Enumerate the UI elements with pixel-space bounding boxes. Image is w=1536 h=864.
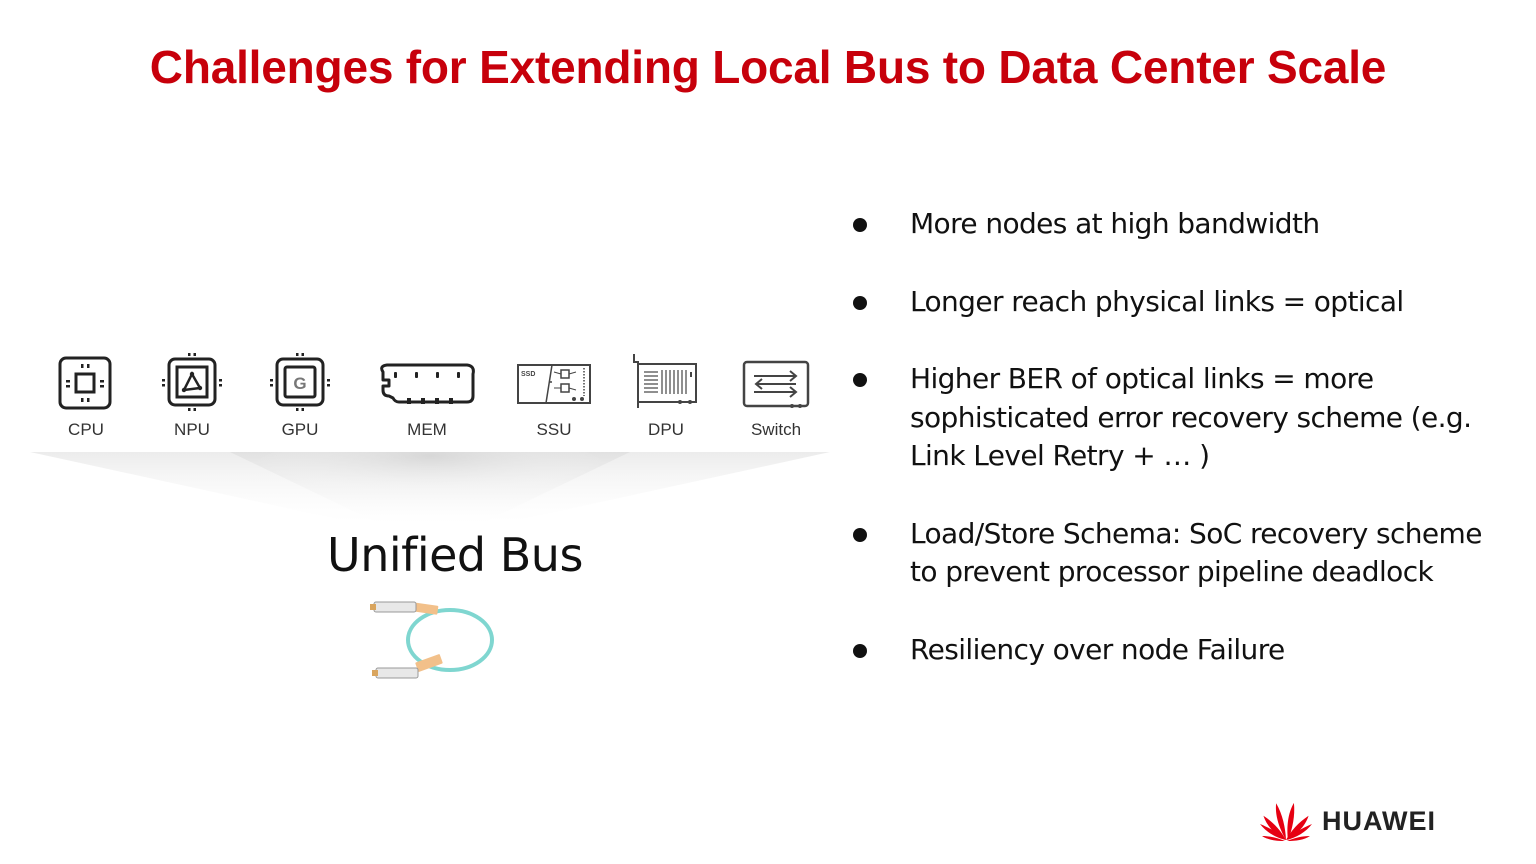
bullet-item: Load/Store Schema: SoC recovery scheme t… <box>850 515 1490 592</box>
bullet-dot-icon <box>853 527 867 542</box>
svg-text:SSD: SSD <box>521 371 535 378</box>
bullet-item: Resiliency over node Failure <box>850 631 1490 670</box>
pcie-card-icon <box>633 354 697 408</box>
device-label: Switch <box>750 420 802 439</box>
device-label: GPU <box>281 420 319 439</box>
device-label: DPU <box>648 420 684 439</box>
device-switch: Switch <box>738 352 814 440</box>
ssd-card-icon: SSD <box>517 364 591 404</box>
huawei-petal-logo-icon <box>1260 802 1312 841</box>
bullet-text: More nodes at high bandwidth <box>910 207 1320 240</box>
challenges-list: More nodes at high bandwidth Longer reac… <box>850 205 1490 669</box>
cpu-chip-icon <box>58 356 112 410</box>
bullet-dot-icon <box>853 643 867 658</box>
converging-fan-graphic <box>30 452 830 524</box>
device-cpu: CPU <box>48 352 124 440</box>
memory-module-icon <box>380 363 475 404</box>
device-label: MEM <box>407 420 447 439</box>
bullet-text: Resiliency over node Failure <box>910 632 1285 666</box>
device-label: CPU <box>68 420 104 439</box>
brand-logo: HUAWEI <box>1258 800 1436 842</box>
device-gpu: G GPU <box>262 352 338 440</box>
device-ssu: SSD SSU <box>512 352 596 440</box>
npu-chip-icon <box>162 353 222 411</box>
bullet-text: Load/Store Schema: SoC recovery scheme t… <box>910 516 1482 589</box>
gpu-chip-icon: G <box>270 353 330 411</box>
brand-name: HUAWEI <box>1322 805 1436 836</box>
bullet-text: Longer reach physical links = optical <box>910 284 1404 318</box>
device-npu: NPU <box>154 352 230 440</box>
bullet-dot-icon <box>853 373 867 387</box>
slide-title: Challenges for Extending Local Bus to Da… <box>149 41 1387 93</box>
bullet-dot-icon <box>853 218 867 232</box>
optical-cable-icon <box>370 601 494 679</box>
bullet-dot-icon <box>853 295 867 310</box>
unified-bus-label: Unified Bus <box>327 528 583 582</box>
device-mem: MEM <box>373 352 481 440</box>
device-label: SSU <box>536 420 572 439</box>
device-label: NPU <box>174 420 210 439</box>
bullet-item: More nodes at high bandwidth <box>850 205 1490 244</box>
device-row: CPU NPU G GPU <box>40 352 830 452</box>
bullet-item: Longer reach physical links = optical <box>850 283 1490 322</box>
device-dpu: DPU <box>628 352 704 440</box>
switch-arrows-icon <box>742 360 810 408</box>
bullet-item: Higher BER of optical links = more sophi… <box>850 360 1490 476</box>
svg-text:G: G <box>293 374 306 393</box>
bullet-text: Higher BER of optical links = more sophi… <box>910 362 1472 472</box>
